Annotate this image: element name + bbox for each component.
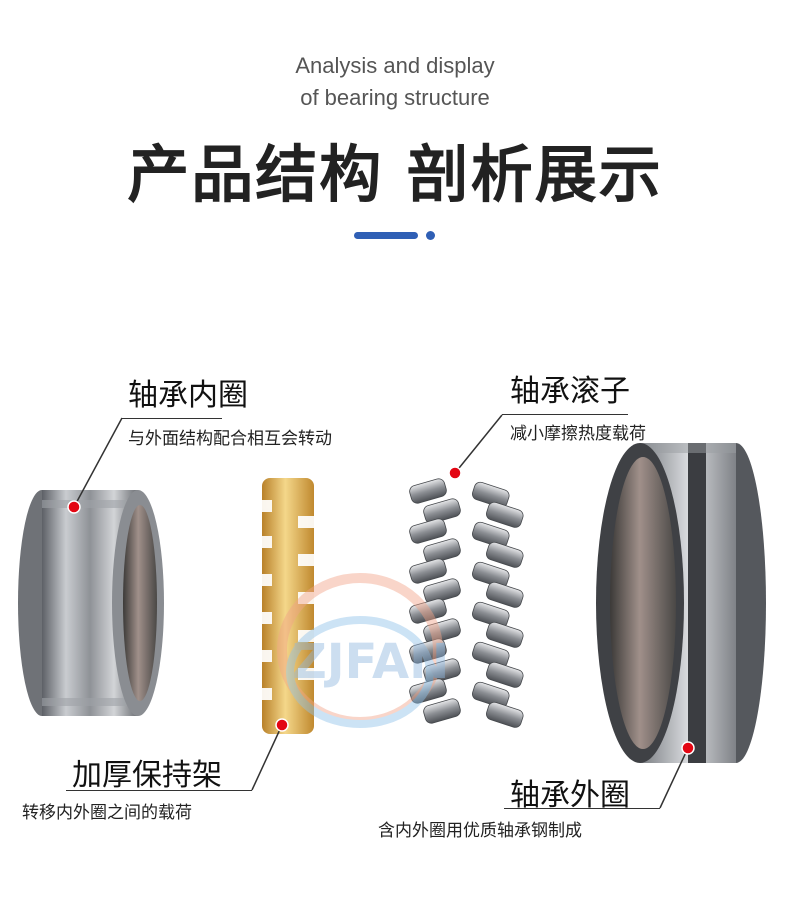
subtitle-english-line2: of bearing structure xyxy=(300,85,490,110)
roller xyxy=(486,541,524,568)
roller xyxy=(486,661,524,688)
roller xyxy=(423,658,461,684)
roller xyxy=(423,498,461,524)
roller xyxy=(486,621,524,648)
roller xyxy=(409,678,447,704)
roller xyxy=(486,501,524,528)
svg-text:ZJFAN: ZJFAN xyxy=(292,634,449,690)
leader-lines xyxy=(73,414,689,809)
title-divider-dot xyxy=(426,231,435,240)
roller xyxy=(423,538,461,564)
marker-outer-ring xyxy=(681,741,695,755)
label-outer-ring-title: 轴承外圈 xyxy=(510,778,630,813)
label-rollers-underline xyxy=(502,414,628,415)
roller xyxy=(486,581,524,608)
subtitle-english-line1: Analysis and display xyxy=(295,53,495,78)
marker-inner-ring xyxy=(67,500,81,514)
roller xyxy=(409,478,447,504)
roller xyxy=(472,641,510,668)
label-inner-ring-title: 轴承内圈 xyxy=(128,378,248,413)
roller xyxy=(472,601,510,628)
title-divider-bar xyxy=(354,232,418,239)
marker-rollers xyxy=(448,466,462,480)
label-cage-desc: 转移内外圈之间的载荷 xyxy=(22,803,192,823)
label-cage-underline xyxy=(66,790,252,791)
roller xyxy=(472,481,510,508)
label-cage-title: 加厚保持架 xyxy=(72,758,222,793)
inner-ring-graphic xyxy=(18,490,164,716)
label-rollers-desc: 减小摩擦热度载荷 xyxy=(510,424,646,444)
roller xyxy=(409,518,447,544)
roller xyxy=(472,561,510,588)
roller xyxy=(409,638,447,664)
marker-dots xyxy=(67,466,695,755)
roller xyxy=(409,598,447,624)
roller xyxy=(472,521,510,548)
cage-graphic xyxy=(250,478,320,734)
roller xyxy=(486,701,524,728)
page-title: 产品结构 剖析展示 xyxy=(127,138,663,211)
label-inner-ring-underline xyxy=(122,418,222,419)
roller xyxy=(423,698,461,724)
label-outer-ring-desc: 含内外圈用优质轴承钢制成 xyxy=(378,821,582,841)
marker-cage xyxy=(275,718,289,732)
label-outer-ring-underline xyxy=(504,808,660,809)
roller xyxy=(423,618,461,644)
label-inner-ring-desc: 与外面结构配合相互会转动 xyxy=(128,429,332,449)
watermark-logo: ZJFAN xyxy=(277,573,449,728)
rollers-graphic xyxy=(409,478,524,728)
outer-ring-graphic xyxy=(596,443,766,763)
roller xyxy=(472,681,510,708)
roller xyxy=(423,578,461,604)
label-rollers-title: 轴承滚子 xyxy=(510,374,630,409)
roller xyxy=(409,558,447,584)
